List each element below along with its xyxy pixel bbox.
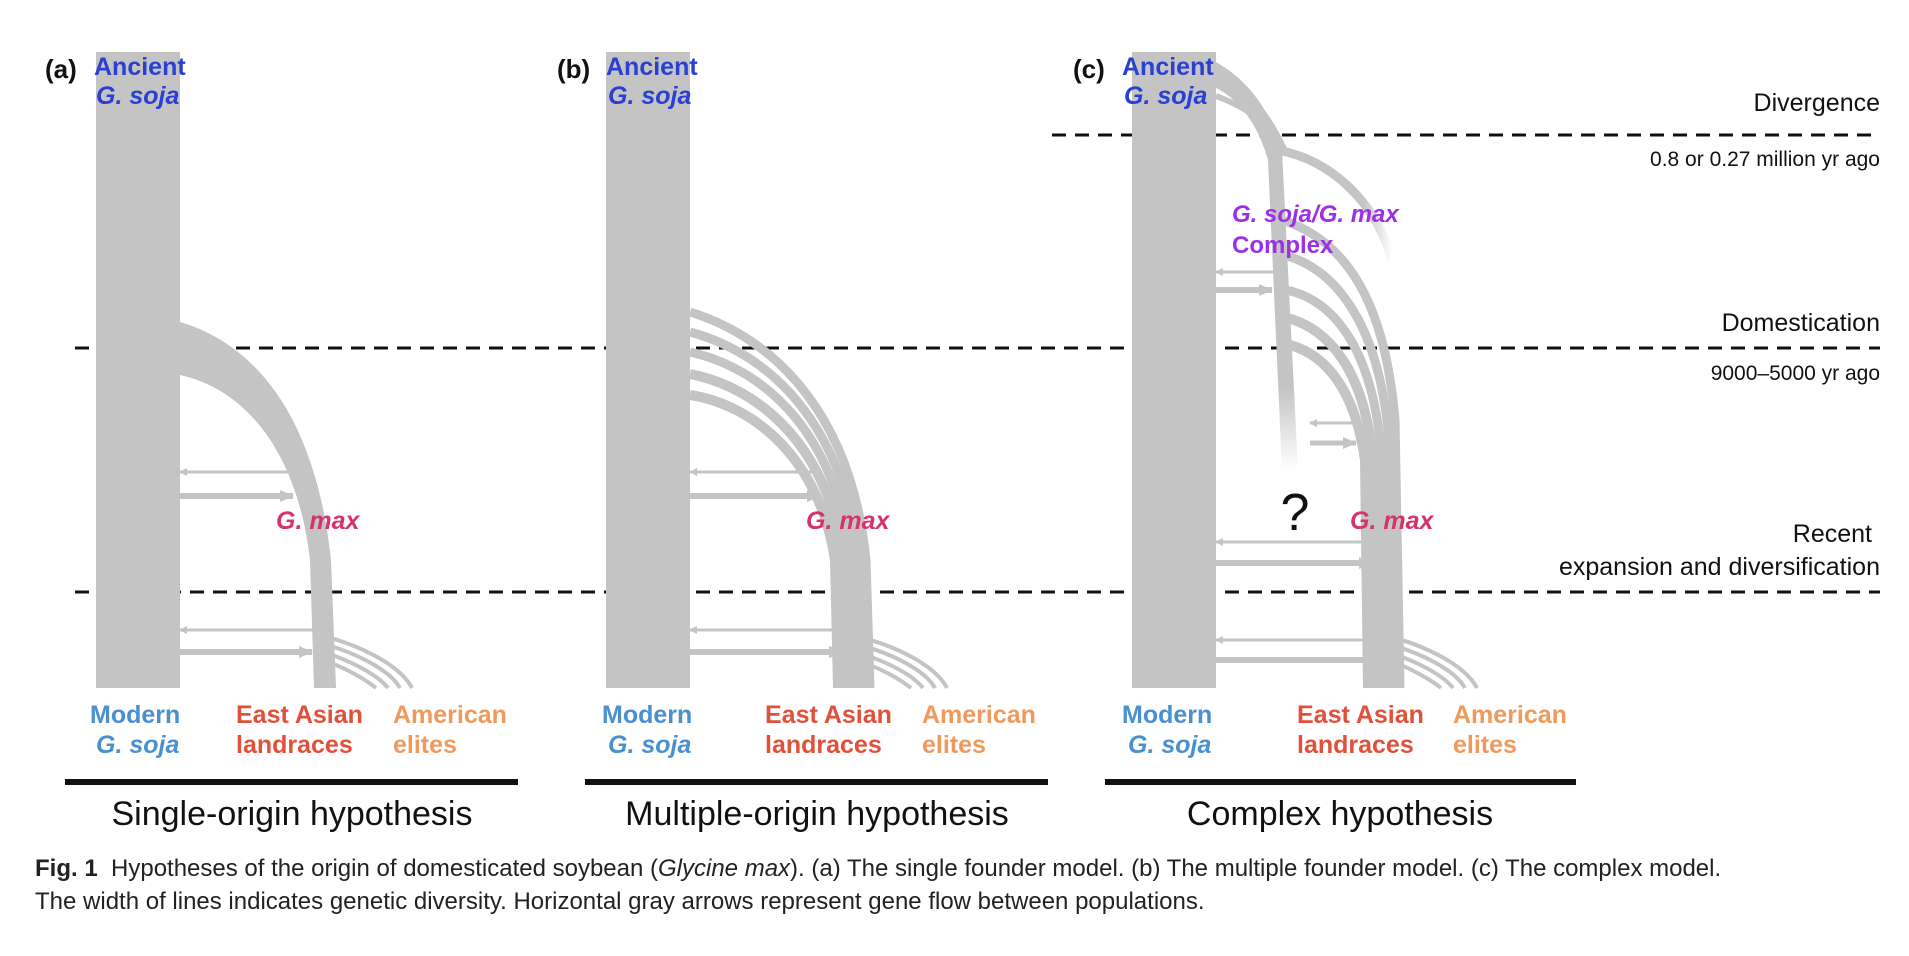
elite-branches xyxy=(1383,633,1479,690)
diagram-canvas: (a) Ancient G. soja G. max Modern G. soj… xyxy=(45,52,1880,833)
complex-branches xyxy=(1214,68,1288,152)
elites-label: American xyxy=(393,701,507,729)
domestication-time: 9000–5000 yr ago xyxy=(1711,362,1880,385)
panel-letter: (c) xyxy=(1073,54,1105,84)
hypothesis-title: Complex hypothesis xyxy=(1187,795,1493,833)
panel-a: (a) Ancient G. soja G. max Modern G. soj… xyxy=(45,52,518,833)
panel-b: (b) Ancient G. soja G. max Modern G. soj… xyxy=(557,52,1048,833)
hypothesis-title: Single-origin hypothesis xyxy=(112,795,473,833)
elites-label-2: elites xyxy=(393,731,457,759)
elites-label: American xyxy=(922,701,1036,729)
timeline-labels: Divergence 0.8 or 0.27 million yr ago Do… xyxy=(1559,89,1880,581)
modern-species-label: G. soja xyxy=(1128,731,1211,759)
elites-label: American xyxy=(1453,701,1567,729)
modern-label: Modern xyxy=(1122,701,1212,729)
landraces-label: East Asian xyxy=(236,701,363,729)
ancient-label: Ancient xyxy=(94,53,186,81)
modern-label: Modern xyxy=(602,701,692,729)
caption-text-2: ). (a) The single founder model. (b) The… xyxy=(790,855,1722,882)
ancient-species-label: G. soja xyxy=(1124,82,1207,110)
panel-c: (c) Ancient G. soja G. soja/G. max Compl… xyxy=(1073,52,1576,833)
landraces-label: East Asian xyxy=(1297,701,1424,729)
caption-text: Hypotheses of the origin of domesticated… xyxy=(111,855,658,882)
ancient-soja-trunk xyxy=(96,52,180,688)
ancient-soja-trunk xyxy=(1132,52,1216,688)
landraces-label-2: landraces xyxy=(236,731,353,759)
gmax-label: G. max xyxy=(806,507,890,535)
ancient-label: Ancient xyxy=(606,53,698,81)
elite-branches xyxy=(319,633,414,690)
complex-label-2: Complex xyxy=(1232,232,1334,259)
ancient-soja-trunk xyxy=(606,52,690,688)
gmax-label: G. max xyxy=(276,507,360,535)
ancient-label: Ancient xyxy=(1122,53,1214,81)
recent-expansion-label: Recent xyxy=(1793,520,1872,548)
gmax-origin-branches xyxy=(688,307,875,689)
modern-species-label: G. soja xyxy=(608,731,691,759)
modern-species-label: G. soja xyxy=(96,731,179,759)
faded-branch xyxy=(1277,145,1397,262)
gmax-label: G. max xyxy=(1350,507,1434,535)
elites-label-2: elites xyxy=(1453,731,1517,759)
question-mark: ? xyxy=(1281,484,1310,542)
gmax-origin-branches xyxy=(1280,215,1405,689)
panel-letter: (a) xyxy=(45,54,77,84)
hypothesis-title: Multiple-origin hypothesis xyxy=(625,795,1009,833)
landraces-label-2: landraces xyxy=(765,731,882,759)
soja-gmax-complex-lineage xyxy=(1216,62,1298,470)
landraces-label-2: landraces xyxy=(1297,731,1414,759)
landraces-label: East Asian xyxy=(765,701,892,729)
gmax-lineage xyxy=(180,322,336,688)
panel-letter: (b) xyxy=(557,54,590,84)
elites-label-2: elites xyxy=(922,731,986,759)
caption-line-2: The width of lines indicates genetic div… xyxy=(35,888,1205,915)
caption-species: Glycine max xyxy=(658,855,791,882)
divergence-label: Divergence xyxy=(1754,89,1880,117)
elite-branches xyxy=(851,633,949,690)
ancient-species-label: G. soja xyxy=(96,82,179,110)
figure-label: Fig. 1 xyxy=(35,855,98,882)
divergence-time: 0.8 or 0.27 million yr ago xyxy=(1650,148,1880,171)
figure-caption: Fig. 1 Hypotheses of the origin of domes… xyxy=(35,852,1895,918)
domestication-label: Domestication xyxy=(1722,309,1880,337)
complex-label: G. soja/G. max xyxy=(1232,201,1400,228)
recent-expansion-label-2: expansion and diversification xyxy=(1559,553,1880,581)
ancient-species-label: G. soja xyxy=(608,82,691,110)
modern-label: Modern xyxy=(90,701,180,729)
